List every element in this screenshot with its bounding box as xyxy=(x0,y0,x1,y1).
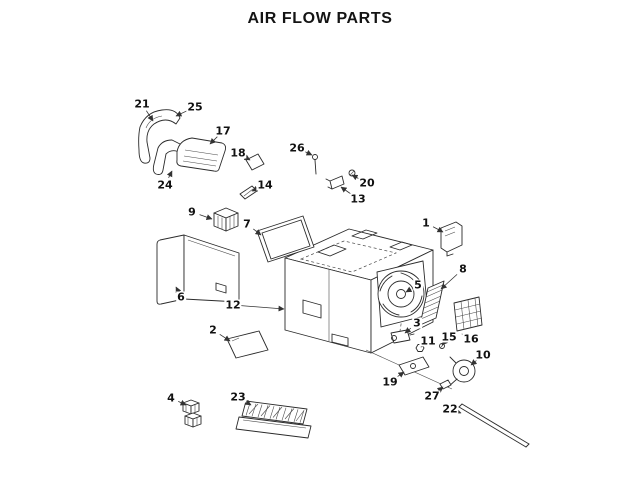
part-panel-2 xyxy=(226,330,269,359)
callout-12: 12 xyxy=(224,298,242,312)
leader-line-13 xyxy=(340,186,352,195)
callout-16: 16 xyxy=(462,332,480,346)
callout-22: 22 xyxy=(441,402,459,416)
callout-2: 2 xyxy=(208,323,218,337)
callout-15: 15 xyxy=(440,330,458,344)
leader-line-10 xyxy=(470,359,478,366)
leader-line-2 xyxy=(219,334,231,342)
part-clip-13 xyxy=(325,175,345,190)
callout-25: 25 xyxy=(186,100,204,114)
leader-line-12 xyxy=(240,305,285,312)
callout-13: 13 xyxy=(349,192,367,206)
part-bracket-21-25-24 xyxy=(138,109,185,175)
leader-line-9 xyxy=(199,214,213,221)
callout-23: 23 xyxy=(229,390,247,404)
callout-24: 24 xyxy=(156,178,174,192)
callout-9: 9 xyxy=(187,205,197,219)
part-frame-7 xyxy=(256,215,315,263)
callout-10: 10 xyxy=(474,348,492,362)
part-motor-10 xyxy=(447,356,476,388)
part-bracket-19 xyxy=(398,356,430,376)
leader-line-1 xyxy=(432,226,444,233)
callout-4: 4 xyxy=(166,391,176,405)
callout-17: 17 xyxy=(214,124,232,138)
leader-line-6 xyxy=(175,286,182,294)
callout-20: 20 xyxy=(358,176,376,190)
callout-26: 26 xyxy=(288,141,306,155)
callout-18: 18 xyxy=(229,146,247,160)
leader-line-25 xyxy=(175,110,188,117)
part-grille-8 xyxy=(419,280,445,326)
leader-line-8 xyxy=(440,274,458,290)
callout-11: 11 xyxy=(419,334,437,348)
part-grid-box-16 xyxy=(453,296,483,332)
leader-line-7 xyxy=(253,228,262,236)
part-blower-5 xyxy=(376,260,429,328)
leader-line-4 xyxy=(178,399,187,406)
part-grommets-4 xyxy=(182,399,202,428)
part-rod-22 xyxy=(458,403,530,448)
callout-27: 27 xyxy=(423,389,441,403)
part-screw-26 xyxy=(312,154,318,175)
part-vent-cover-17 xyxy=(176,137,227,172)
callout-8: 8 xyxy=(458,262,468,276)
callout-7: 7 xyxy=(242,217,252,231)
leader-line-19 xyxy=(396,371,405,378)
leader-line-24 xyxy=(166,170,173,179)
leader-line-17 xyxy=(209,136,218,145)
callout-6: 6 xyxy=(176,290,186,304)
leader-line-15 xyxy=(441,338,448,346)
callout-5: 5 xyxy=(413,278,423,292)
callout-3: 3 xyxy=(412,316,422,330)
part-bracket-14 xyxy=(239,185,258,200)
part-bracket-1 xyxy=(440,221,463,257)
part-screw-15 xyxy=(439,343,445,349)
part-duct-9 xyxy=(213,207,239,232)
page-title: AIR FLOW PARTS xyxy=(247,10,393,27)
leader-line-5 xyxy=(405,286,413,293)
part-panel-6 xyxy=(156,234,240,305)
leader-line-21 xyxy=(146,110,154,122)
leader-line-3 xyxy=(404,327,412,334)
leader-line-27 xyxy=(436,386,444,393)
callout-21: 21 xyxy=(133,97,151,111)
part-filter-23 xyxy=(235,400,312,439)
callout-14: 14 xyxy=(256,178,274,192)
callout-19: 19 xyxy=(381,375,399,389)
leader-lines xyxy=(146,110,478,414)
part-pad-18 xyxy=(245,153,265,171)
callout-1: 1 xyxy=(421,216,431,230)
